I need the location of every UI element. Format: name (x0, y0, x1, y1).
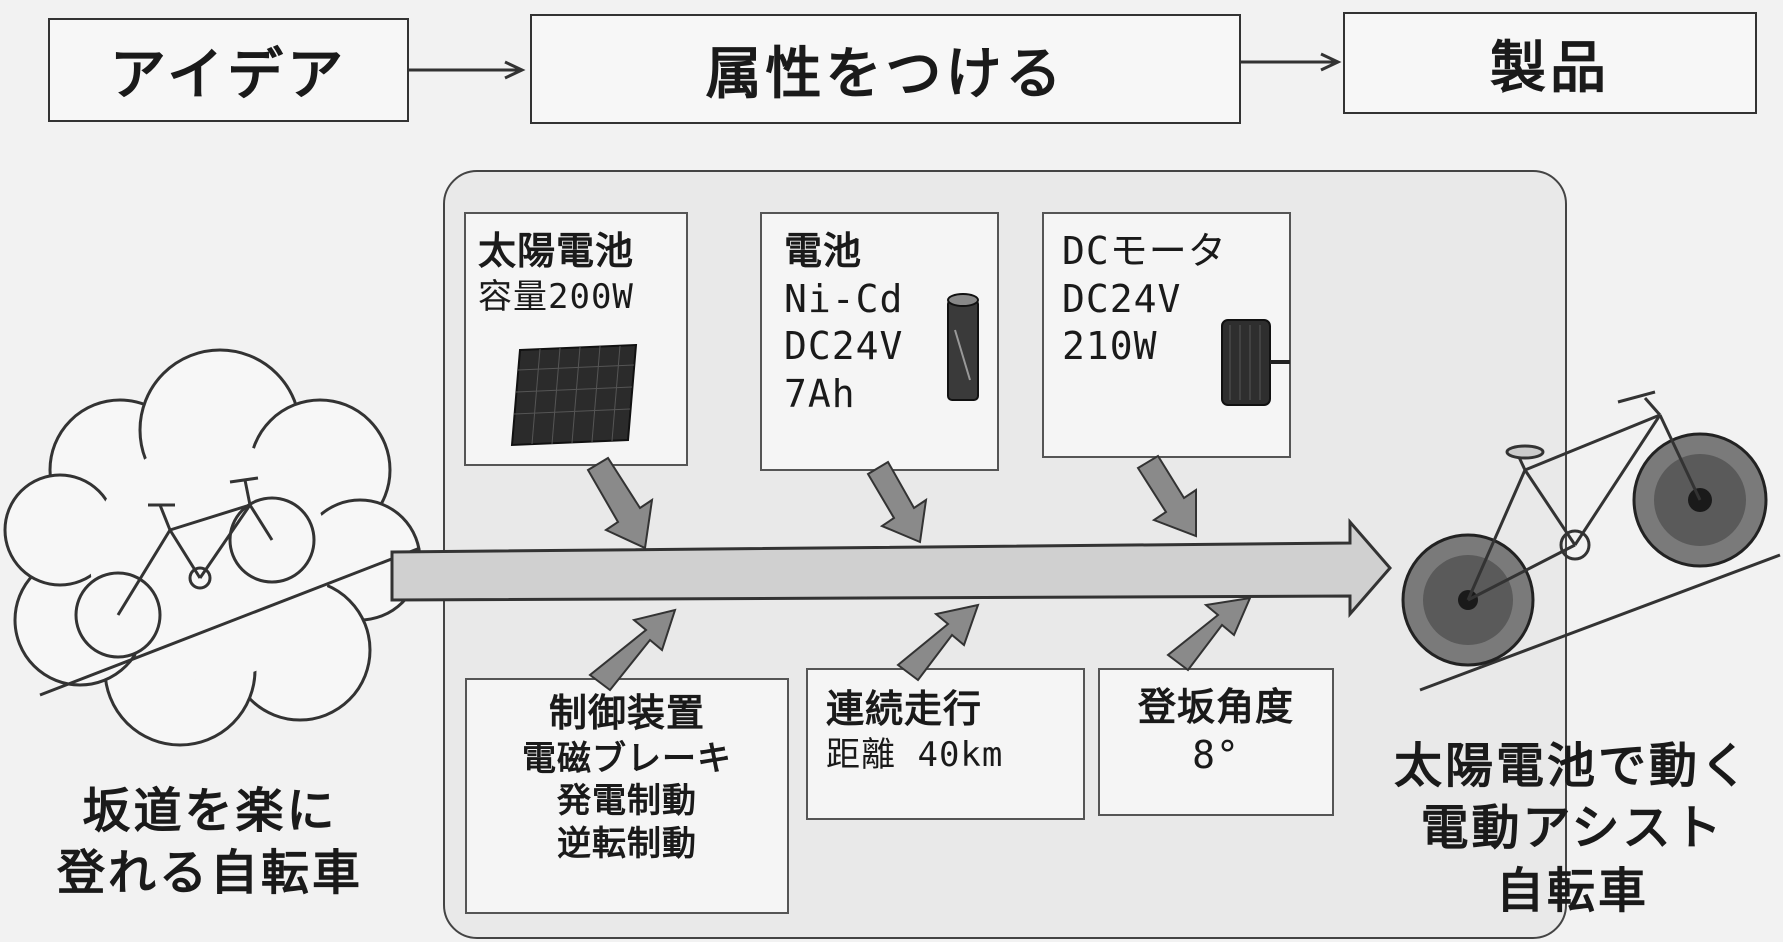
arrow-battery-down (866, 460, 928, 544)
card-controller-line-2: 電磁ブレーキ (522, 738, 732, 779)
bicycle-idea-icon (39, 476, 421, 697)
solar-bicycle-icon (1401, 390, 1781, 692)
main-arrow (390, 517, 1392, 619)
left-caption-line-1: 坂道を楽に (82, 783, 338, 839)
card-battery-line-1: 電池 (784, 229, 863, 273)
card-controller-line-1: 制御装置 (548, 691, 705, 735)
arrow-solar-down (586, 456, 654, 550)
solar-panel-icon (510, 343, 638, 447)
right-caption: 太陽電池で動く 電動アシスト 自転車 (1370, 735, 1775, 922)
card-dc-motor-line-2: DC24V (1062, 276, 1182, 321)
card-controller-line-3: 発電制動 (557, 781, 697, 821)
card-dc-motor-line-1: DCモータ (1062, 229, 1227, 273)
dc-motor-icon (1221, 319, 1290, 406)
product-label: 製品 (1490, 35, 1610, 101)
right-caption-line-2: 電動アシスト (1420, 800, 1725, 857)
idea-label: アイデア (109, 42, 348, 108)
card-battery-line-4: 7Ah (784, 371, 856, 416)
attributes-label: 属性をつける (705, 41, 1066, 107)
card-solar-cell-line-1: 太陽電池 (478, 229, 635, 273)
card-climb-angle: 登坂角度 8° (1098, 668, 1334, 816)
thought-cloud (3, 348, 422, 747)
right-caption-line-3: 自転車 (1495, 862, 1649, 919)
card-controller: 制御装置 電磁ブレーキ 発電制動 逆転制動 (465, 678, 789, 914)
attributes-box: 属性をつける (530, 14, 1241, 124)
card-controller-line-4: 逆転制動 (557, 823, 697, 864)
card-range-line-2: 距離 40km (826, 734, 1004, 775)
card-solar-cell-line-2: 容量200W (478, 276, 634, 317)
card-range: 連続走行 距離 40km (806, 668, 1085, 820)
battery-icon (947, 293, 979, 401)
arrow-controller-up (588, 608, 677, 692)
left-caption-line-2: 登れる自転車 (56, 845, 363, 902)
card-dc-motor-line-3: 210W (1062, 324, 1158, 368)
idea-box: アイデア (48, 18, 409, 122)
card-battery-line-3: DC24V (784, 324, 904, 368)
arrow-angle-up (1166, 596, 1252, 672)
product-box: 製品 (1343, 12, 1757, 114)
arrow-motor-down (1136, 454, 1197, 538)
right-caption-line-1: 太陽電池で動く (1393, 738, 1751, 794)
card-climb-angle-line-2: 8° (1192, 732, 1240, 777)
card-climb-angle-line-1: 登坂角度 (1137, 685, 1294, 729)
arrow-range-up (896, 603, 980, 682)
left-caption: 坂道を楽に 登れる自転車 (20, 780, 400, 905)
card-range-line-1: 連続走行 (826, 687, 983, 731)
card-battery-line-2: Ni-Cd (784, 276, 904, 321)
